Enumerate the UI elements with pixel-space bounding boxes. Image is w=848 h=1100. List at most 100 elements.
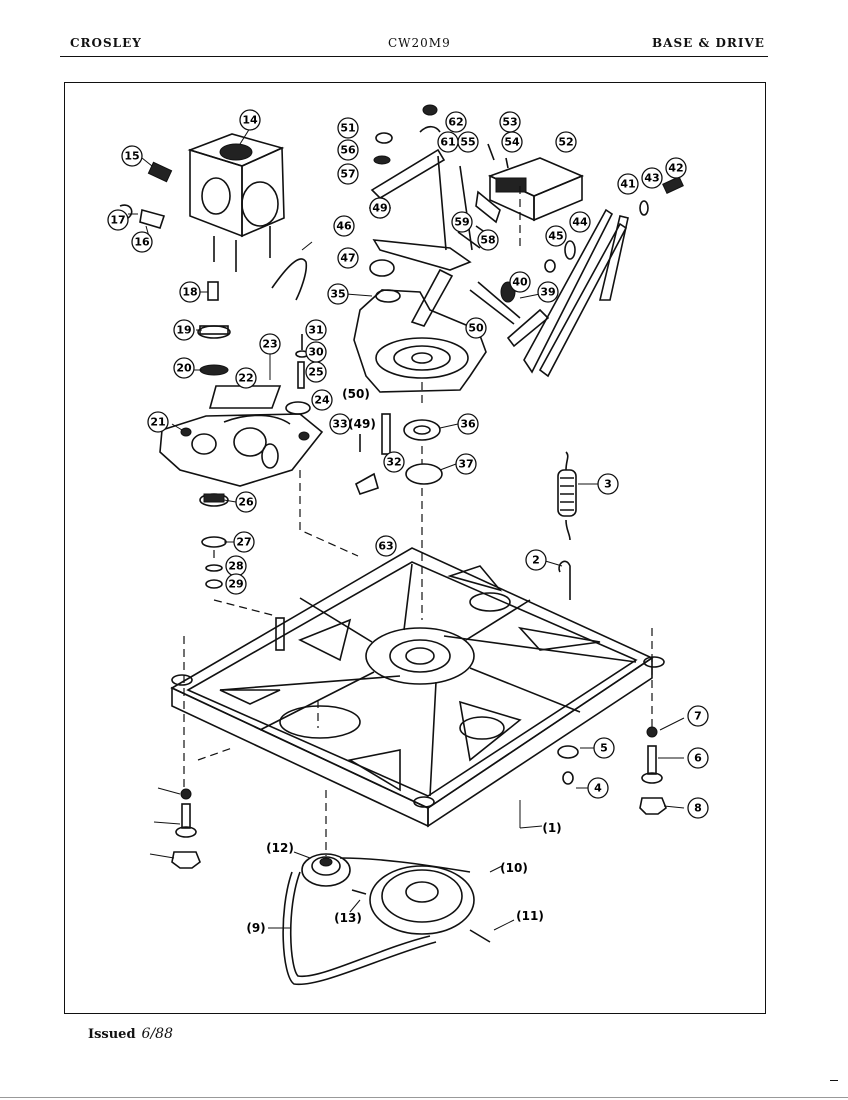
callout-number: 58 — [480, 234, 495, 247]
callout-circle — [147, 411, 169, 433]
callout-number: 4 — [594, 782, 602, 795]
part-label-11: (11) — [516, 909, 544, 923]
callout-number: 14 — [242, 114, 258, 127]
callout-29: 29 — [225, 573, 247, 595]
callout-54: 54 — [501, 131, 523, 153]
callout-circle — [131, 231, 153, 253]
callout-15: 15 — [121, 145, 143, 167]
callout-58: 58 — [477, 229, 499, 251]
callout-32: 32 — [383, 451, 405, 473]
callout-number: 42 — [668, 162, 683, 175]
callout-62: 62 — [445, 111, 467, 133]
callout-number: 57 — [340, 168, 355, 181]
callout-circle — [569, 211, 591, 233]
callout-number: 3 — [604, 478, 612, 491]
part-label-10: (10) — [500, 861, 528, 875]
callout-circle — [173, 319, 195, 341]
callout-circle — [593, 737, 615, 759]
callout-circle — [311, 389, 333, 411]
callout-number: 25 — [308, 366, 323, 379]
callout-24: 24 — [311, 389, 333, 411]
callout-circle — [687, 747, 709, 769]
callout-circle — [509, 271, 531, 293]
part-label-9: (9) — [246, 921, 265, 935]
callout-55: 55 — [457, 131, 479, 153]
callout-27: 27 — [233, 531, 255, 553]
callout-circle — [455, 453, 477, 475]
callout-23: 23 — [259, 333, 281, 355]
callout-42: 42 — [665, 157, 687, 179]
callout-number: 59 — [454, 216, 469, 229]
callout-circle — [337, 163, 359, 185]
callout-number: 17 — [110, 214, 125, 227]
callout-circle — [333, 215, 355, 237]
part-label-13: (13) — [334, 911, 362, 925]
callout-5: 5 — [593, 737, 615, 759]
callout-7: 7 — [687, 705, 709, 727]
callout-number: 6 — [694, 752, 702, 765]
callout-18: 18 — [179, 281, 201, 303]
callout-circle — [437, 131, 459, 153]
callout-number: 21 — [150, 416, 165, 429]
callout-circle — [121, 145, 143, 167]
callout-number: 26 — [238, 496, 254, 509]
callout-circle — [239, 109, 261, 131]
callout-circle — [501, 131, 523, 153]
callout-number: 44 — [572, 216, 588, 229]
callout-37: 37 — [455, 453, 477, 475]
callout-2: 2 — [525, 549, 547, 571]
callout-16: 16 — [131, 231, 153, 253]
callout-number: 16 — [134, 236, 150, 249]
callout-number: 33 — [332, 418, 347, 431]
bottom-rule — [0, 1097, 848, 1098]
callout-circle — [587, 777, 609, 799]
callout-circle — [537, 281, 559, 303]
callout-circle — [233, 531, 255, 553]
callout-number: 41 — [620, 178, 635, 191]
callout-28: 28 — [225, 555, 247, 577]
callout-44: 44 — [569, 211, 591, 233]
issued-date: 6/88 — [141, 1026, 173, 1042]
assembly-lines — [183, 186, 653, 856]
part-label-49: (49) — [348, 417, 376, 431]
callout-circle — [235, 367, 257, 389]
callout-number: 29 — [228, 578, 243, 591]
callout-63: 63 — [375, 535, 397, 557]
callout-25: 25 — [305, 361, 327, 383]
callout-number: 54 — [504, 136, 520, 149]
callout-number: 5 — [600, 742, 608, 755]
callout-circle — [525, 549, 547, 571]
callout-number: 43 — [644, 172, 659, 185]
callout-circle — [617, 173, 639, 195]
callout-3: 3 — [597, 473, 619, 495]
callout-56: 56 — [337, 139, 359, 161]
callout-number: 32 — [386, 456, 401, 469]
callout-49: 49 — [369, 197, 391, 219]
callout-40: 40 — [509, 271, 531, 293]
callout-52: 52 — [555, 131, 577, 153]
callout-number: 40 — [512, 276, 528, 289]
callout-circle — [259, 333, 281, 355]
callout-number: 50 — [468, 322, 484, 335]
callout-22: 22 — [235, 367, 257, 389]
callout-17: 17 — [107, 209, 129, 231]
callout-number: 62 — [448, 116, 463, 129]
callout-19: 19 — [173, 319, 195, 341]
callout-41: 41 — [617, 173, 639, 195]
callout-8: 8 — [687, 797, 709, 819]
callout-circle — [687, 797, 709, 819]
leader-lines — [128, 127, 685, 931]
callout-50: 50 — [465, 317, 487, 339]
callout-number: 2 — [532, 554, 540, 567]
callout-number: 53 — [502, 116, 517, 129]
callout-number: 39 — [540, 286, 555, 299]
callout-circle — [235, 491, 257, 513]
callout-number: 31 — [308, 324, 323, 337]
header-section: BASE & DRIVE — [652, 36, 765, 50]
callout-circle — [173, 357, 195, 379]
callout-59: 59 — [451, 211, 473, 233]
base-plate — [170, 547, 665, 828]
callout-30: 30 — [305, 341, 327, 363]
callout-circle — [337, 247, 359, 269]
